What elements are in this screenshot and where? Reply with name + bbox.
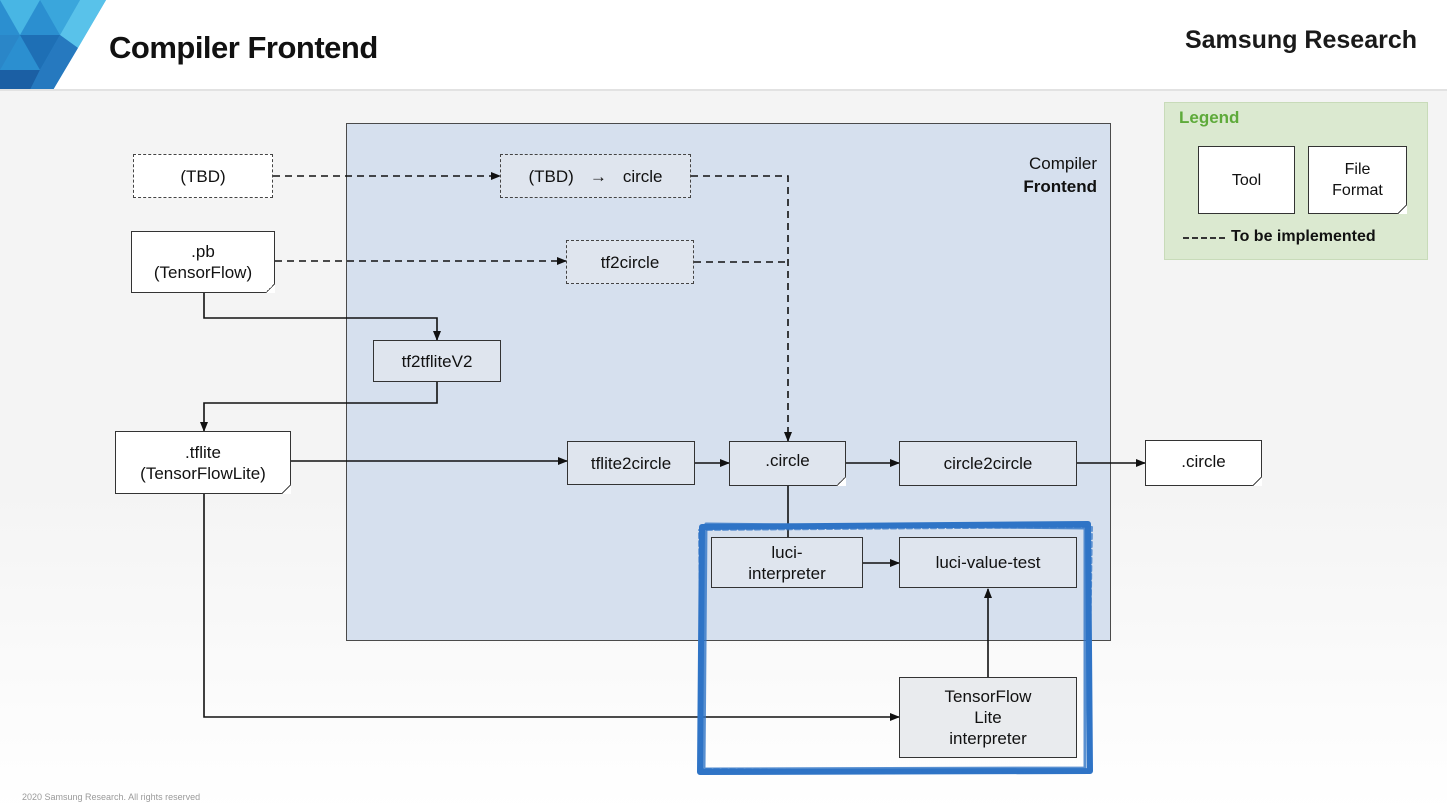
legend-dashed-line xyxy=(1183,237,1225,239)
circle-mid-node: .circle xyxy=(729,441,846,486)
legend-tool-box: Tool xyxy=(1198,146,1295,214)
pb-label-line2: (TensorFlow) xyxy=(153,263,253,282)
legend-tool-label: Tool xyxy=(1231,171,1262,189)
tflite-label-line1: .tflite xyxy=(185,442,221,462)
circle2circle-node: circle2circle xyxy=(899,441,1077,486)
tflite-interp-line1: TensorFlow xyxy=(944,687,1032,706)
pb-file-node: .pb (TensorFlow) xyxy=(131,231,275,293)
legend-panel: Legend Tool File Format To be implemente… xyxy=(1164,102,1428,260)
circle2circle-label: circle2circle xyxy=(943,454,1033,473)
luci-interpreter-node: luci- interpreter xyxy=(711,537,863,588)
page-title: Compiler Frontend xyxy=(109,30,378,65)
arrow-right-icon: → xyxy=(589,166,607,186)
tbd-to-circle-left: (TBD) xyxy=(528,166,574,186)
legend-file-line2: Format xyxy=(1332,182,1383,199)
edge-tbdcircle-to-circle xyxy=(691,175,792,442)
copyright-footer: 2020 Samsung Research. All rights reserv… xyxy=(22,792,201,802)
tf2circle-node: tf2circle xyxy=(566,240,694,284)
luci-interpreter-line2: interpreter xyxy=(748,563,826,583)
legend-file-box: File Format xyxy=(1308,146,1407,214)
tflite-interp-line2: Lite xyxy=(974,708,1002,727)
frontend-label-line2: Frontend xyxy=(1023,177,1097,196)
edge-tflite-to-tfliteinterp xyxy=(203,494,900,721)
tflite2circle-node: tflite2circle xyxy=(567,441,695,485)
tbd-input-label: (TBD) xyxy=(180,166,226,186)
circle-out-node: .circle xyxy=(1145,440,1262,486)
tflite2circle-label: tflite2circle xyxy=(590,453,672,473)
circle-out-label: .circle xyxy=(1181,451,1226,471)
tbd-input-node: (TBD) xyxy=(133,154,273,198)
edge-tf2tflite-to-tflite xyxy=(200,382,438,432)
circle-mid-label: .circle xyxy=(765,451,810,470)
slide-header: Compiler Frontend Samsung Research xyxy=(0,0,1447,90)
tflite-interp-line3: interpreter xyxy=(949,729,1027,748)
tf2tfliteV2-node: tf2tfliteV2 xyxy=(373,340,501,382)
tflite-interpreter-node: TensorFlow Lite interpreter xyxy=(899,677,1077,758)
frontend-label-line1: Compiler xyxy=(1028,154,1097,173)
tflite-label-line2: (TensorFlowLite) xyxy=(140,463,266,483)
header-divider xyxy=(0,89,1447,91)
tf2circle-label: tf2circle xyxy=(600,252,660,272)
legend-file-line1: File xyxy=(1344,161,1371,178)
legend-title: Legend xyxy=(1179,108,1240,127)
pb-label-line1: .pb xyxy=(191,242,215,261)
tbd-to-circle-node: (TBD) → circle xyxy=(500,154,691,198)
luci-value-test-node: luci-value-test xyxy=(899,537,1077,588)
tflite-file-node: .tflite (TensorFlowLite) xyxy=(115,431,291,494)
tf2tfliteV2-label: tf2tfliteV2 xyxy=(401,351,473,371)
edge-pb-to-tf2tflite xyxy=(203,293,441,341)
luci-value-test-label: luci-value-test xyxy=(935,553,1041,572)
samsung-research-logo: Samsung Research xyxy=(1184,26,1417,54)
legend-dashed-label: To be implemented xyxy=(1231,228,1376,245)
luci-interpreter-line1: luci- xyxy=(771,542,803,562)
compiler-frontend-label: Compiler Frontend xyxy=(990,152,1097,198)
tbd-to-circle-right: circle xyxy=(622,166,663,186)
logo-triangles-icon xyxy=(0,0,106,90)
